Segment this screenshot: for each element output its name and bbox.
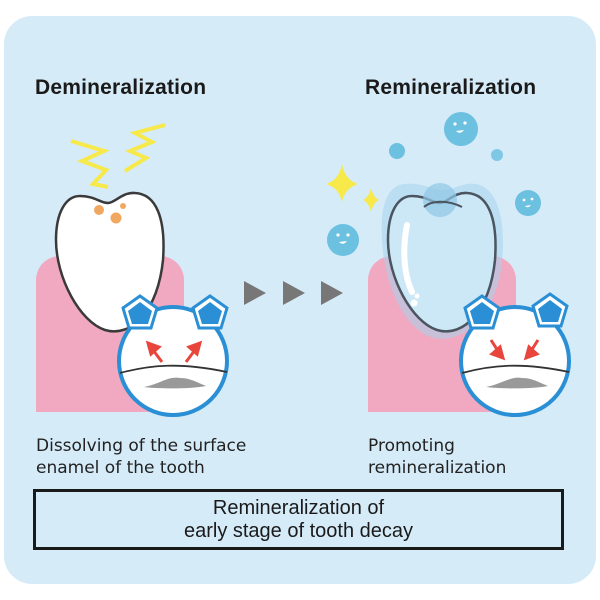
sparkle-icon [363, 188, 379, 212]
demineralization-caption: Dissolving of the surface enamel of the … [36, 435, 246, 479]
arrow-right-icon [283, 281, 305, 305]
remineralization-title: Remineralization [365, 76, 537, 99]
progress-arrows [244, 281, 343, 305]
caption-line: remineralization [368, 458, 507, 478]
lightning-icon [70, 139, 110, 189]
summary-line: Remineralization of [212, 497, 385, 519]
dissolve-arrows [145, 340, 203, 363]
remineralization-caption: Promoting remineralization [368, 435, 506, 479]
summary-line: early stage of tooth decay [183, 520, 414, 542]
mineral-ion-icon [531, 292, 569, 328]
summary-box: Remineralization of early stage of tooth… [33, 489, 564, 550]
caption-line: Dissolving of the surface [36, 436, 247, 456]
magnified-view [459, 305, 571, 417]
bubble-icon [491, 149, 503, 161]
bubble-icon [389, 143, 405, 159]
arrow-right-icon [244, 281, 266, 305]
demineralization-title: Demineralization [35, 76, 207, 99]
sparkle-icon [326, 164, 358, 202]
arrow-right-icon [321, 281, 343, 305]
shine [401, 222, 415, 295]
caption-line: Promoting [368, 436, 455, 456]
lightning-icon [123, 123, 166, 173]
smiling-bubble-icon [515, 190, 541, 216]
caption-line: enamel of the tooth [36, 458, 205, 478]
mineral-ion-icon [463, 294, 501, 330]
mineral-ion-icon [191, 294, 229, 330]
left-tooth-illustration [36, 123, 229, 417]
decay-spot [94, 205, 104, 215]
remineralize-arrows [489, 339, 540, 361]
smiling-bubble-icon [327, 224, 359, 256]
right-tooth-illustration [326, 112, 571, 417]
decay-spot [120, 203, 126, 209]
mineral-ion-icon [121, 294, 159, 330]
decay-spot [110, 212, 122, 224]
decay-cavity [486, 377, 548, 389]
magnified-view [117, 305, 229, 417]
decay-cavity [144, 377, 206, 389]
smiling-bubble-icon [444, 112, 478, 146]
